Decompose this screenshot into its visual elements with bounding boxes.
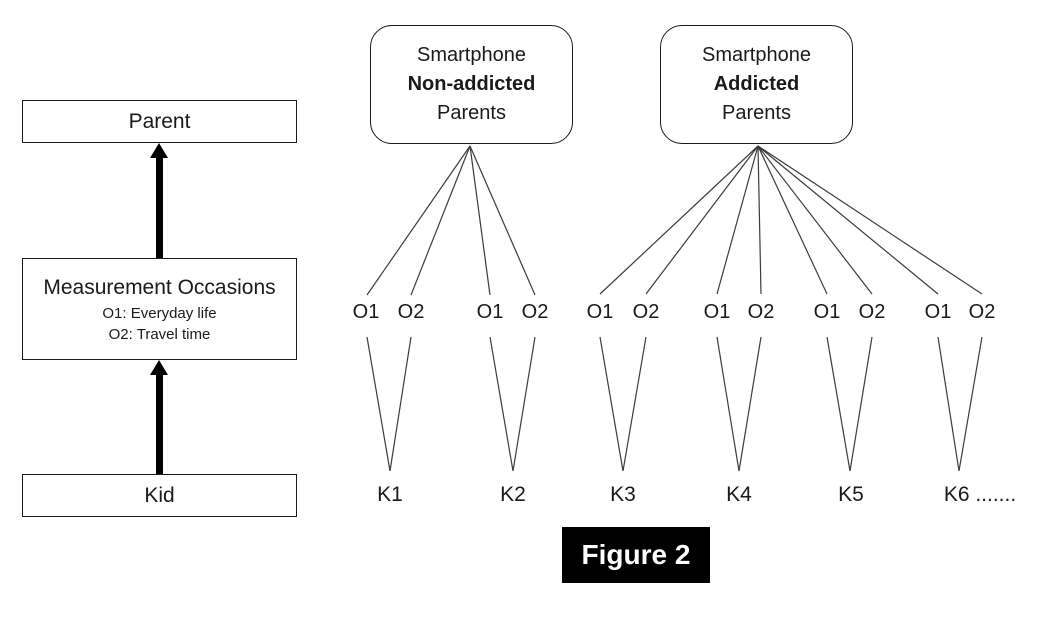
addicted-parents-box: Smartphone Addicted Parents (660, 25, 853, 144)
measurement-occasion-1: O1: Everyday life (102, 305, 217, 322)
edge-o1-k2 (489, 336, 514, 472)
non-addicted-box-line3: Parents (437, 102, 506, 124)
kid-label-k6: K6 ....... (943, 483, 1017, 506)
measurement-box-title: Measurement Occasions (43, 276, 276, 299)
arrow-stem (155, 158, 163, 258)
edge-addicted-o1b (716, 145, 759, 295)
figure-caption: Figure 2 (562, 527, 710, 583)
occasion-label-k1-o2: O2 (397, 301, 425, 323)
edge-nonaddicted-o2a (410, 145, 471, 296)
measurement-occasion-2: O2: Travel time (108, 326, 211, 343)
occasion-label-k2-o1: O1 (476, 301, 504, 323)
edge-nonaddicted-o1b (469, 145, 491, 296)
edge-addicted-o1c (757, 145, 828, 295)
v-edges-kids (366, 336, 983, 472)
edge-nonaddicted-o2b (469, 145, 536, 296)
edge-o1-k1 (366, 336, 391, 472)
occasion-label-k6-o2: O2 (968, 301, 996, 323)
edge-o2-k3 (622, 336, 647, 472)
arrow-head-icon (150, 143, 168, 158)
edge-addicted-o2b (757, 145, 762, 295)
edge-addicted-o1a (599, 145, 759, 295)
non-addicted-box-line1: Smartphone (417, 44, 526, 66)
arrow-stem (155, 375, 163, 474)
edge-o1-k4 (716, 336, 740, 472)
figure-caption-text: Figure 2 (581, 539, 691, 570)
edge-addicted-o2a (645, 145, 759, 295)
edge-o2-k6 (958, 336, 983, 472)
parent-box-label: Parent (128, 109, 191, 133)
fan-addicted-parents (599, 145, 983, 295)
occasion-label-k2-o2: O2 (521, 301, 549, 323)
kid-box-label: Kid (144, 483, 175, 507)
occasion-label-k3-o2: O2 (632, 301, 660, 323)
edge-o1-k6 (937, 336, 960, 472)
occasion-label-k5-o1: O1 (813, 301, 841, 323)
arrow-kid-to-occasions (150, 360, 168, 474)
edge-o2-k4 (738, 336, 762, 472)
non-addicted-box-line2: Non-addicted (407, 73, 536, 95)
occasion-label-k4-o2: O2 (747, 301, 775, 323)
non-addicted-parents-box: Smartphone Non-addicted Parents (370, 25, 573, 144)
measurement-occasions-box: Measurement Occasions O1: Everyday life … (22, 258, 297, 360)
kid-label-k2: K2 (500, 483, 526, 506)
edge-addicted-o2c (757, 145, 873, 295)
occasion-label-k5-o2: O2 (858, 301, 886, 323)
edge-o1-k5 (826, 336, 851, 472)
addicted-box-line1: Smartphone (702, 44, 811, 66)
occasion-label-k6-o1: O1 (924, 301, 952, 323)
edge-addicted-o1d (757, 145, 939, 295)
kid-label-k1: K1 (377, 483, 403, 506)
kid-box: Kid (22, 474, 297, 517)
kid-label-k5: K5 (838, 483, 864, 506)
edge-o1-k3 (599, 336, 624, 472)
edge-o2-k1 (389, 336, 412, 472)
occasion-label-k4-o1: O1 (703, 301, 731, 323)
edge-o2-k5 (849, 336, 873, 472)
fan-nonaddicted-parents (366, 145, 536, 296)
addicted-box-line2: Addicted (713, 73, 800, 95)
arrow-occasions-to-parent (150, 143, 168, 258)
arrow-head-icon (150, 360, 168, 375)
edge-nonaddicted-o1a (366, 145, 471, 296)
kid-label-k4: K4 (726, 483, 752, 506)
occasion-label-k1-o1: O1 (352, 301, 380, 323)
addicted-box-line3: Parents (722, 102, 791, 124)
parent-box: Parent (22, 100, 297, 143)
edge-o2-k2 (512, 336, 536, 472)
edge-addicted-o2d (757, 145, 983, 295)
occasion-label-k3-o1: O1 (586, 301, 614, 323)
kid-label-k3: K3 (610, 483, 636, 506)
